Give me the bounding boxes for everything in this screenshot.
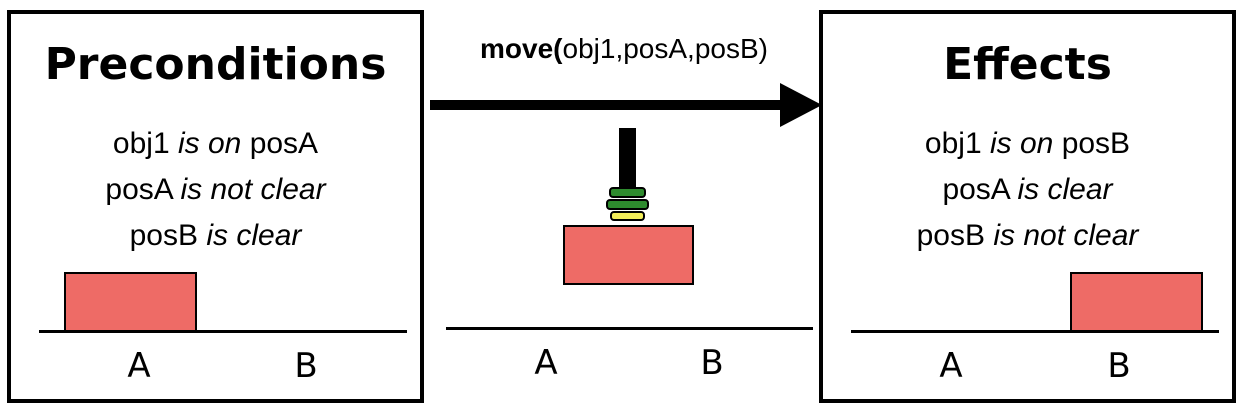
object-block (1070, 272, 1203, 332)
effect-line-2: posA is clear (823, 172, 1232, 208)
effect-3-subject: posB (916, 219, 985, 252)
middle-ground-line (446, 327, 813, 330)
effect-1-subject: obj1 (924, 127, 982, 160)
preconditions-title: Preconditions (44, 39, 387, 90)
precondition-1-relation: is on (177, 127, 242, 160)
action-name: move (480, 33, 554, 64)
robot-gripper-icon (606, 128, 649, 221)
effects-title: Effects (943, 39, 1112, 90)
preconditions-panel: Preconditions obj1 is on posA posA is no… (7, 10, 424, 403)
effect-line-1: obj1 is on posB (823, 126, 1232, 162)
middle-position-label-a: A (534, 343, 558, 383)
action-args: obj1,posA,posB (562, 33, 759, 64)
ground-line (851, 330, 1219, 333)
transition-arrow (430, 83, 822, 127)
precondition-line-1: obj1 is on posA (11, 126, 420, 162)
precondition-2-relation: is not clear (180, 173, 326, 206)
effect-3-relation: is not clear (993, 219, 1139, 252)
precondition-3-subject: posB (129, 219, 198, 252)
effect-1-relation: is on (989, 127, 1054, 160)
ground-line (39, 330, 407, 333)
effect-line-3: posB is not clear (823, 218, 1232, 254)
position-label-b: B (294, 346, 318, 386)
action-label: move(obj1,posA,posB) (480, 33, 768, 64)
precondition-1-subject: obj1 (112, 127, 170, 160)
effect-2-relation: is clear (1017, 173, 1113, 206)
position-label-b: B (1107, 346, 1131, 386)
effects-panel: Effects obj1 is on posB posA is clear po… (819, 10, 1236, 403)
position-label-a: A (127, 346, 151, 386)
middle-position-label-b: B (700, 343, 724, 383)
position-label-a: A (939, 346, 963, 386)
precondition-1-object: posA (249, 127, 319, 160)
precondition-line-3: posB is clear (11, 218, 420, 254)
precondition-2-subject: posA (105, 173, 173, 206)
effect-1-object: posB (1061, 127, 1131, 160)
effect-2-subject: posA (942, 173, 1010, 206)
precondition-3-relation: is clear (206, 219, 302, 252)
precondition-line-2: posA is not clear (11, 172, 420, 208)
held-object-block (563, 225, 694, 285)
object-block (64, 272, 197, 332)
